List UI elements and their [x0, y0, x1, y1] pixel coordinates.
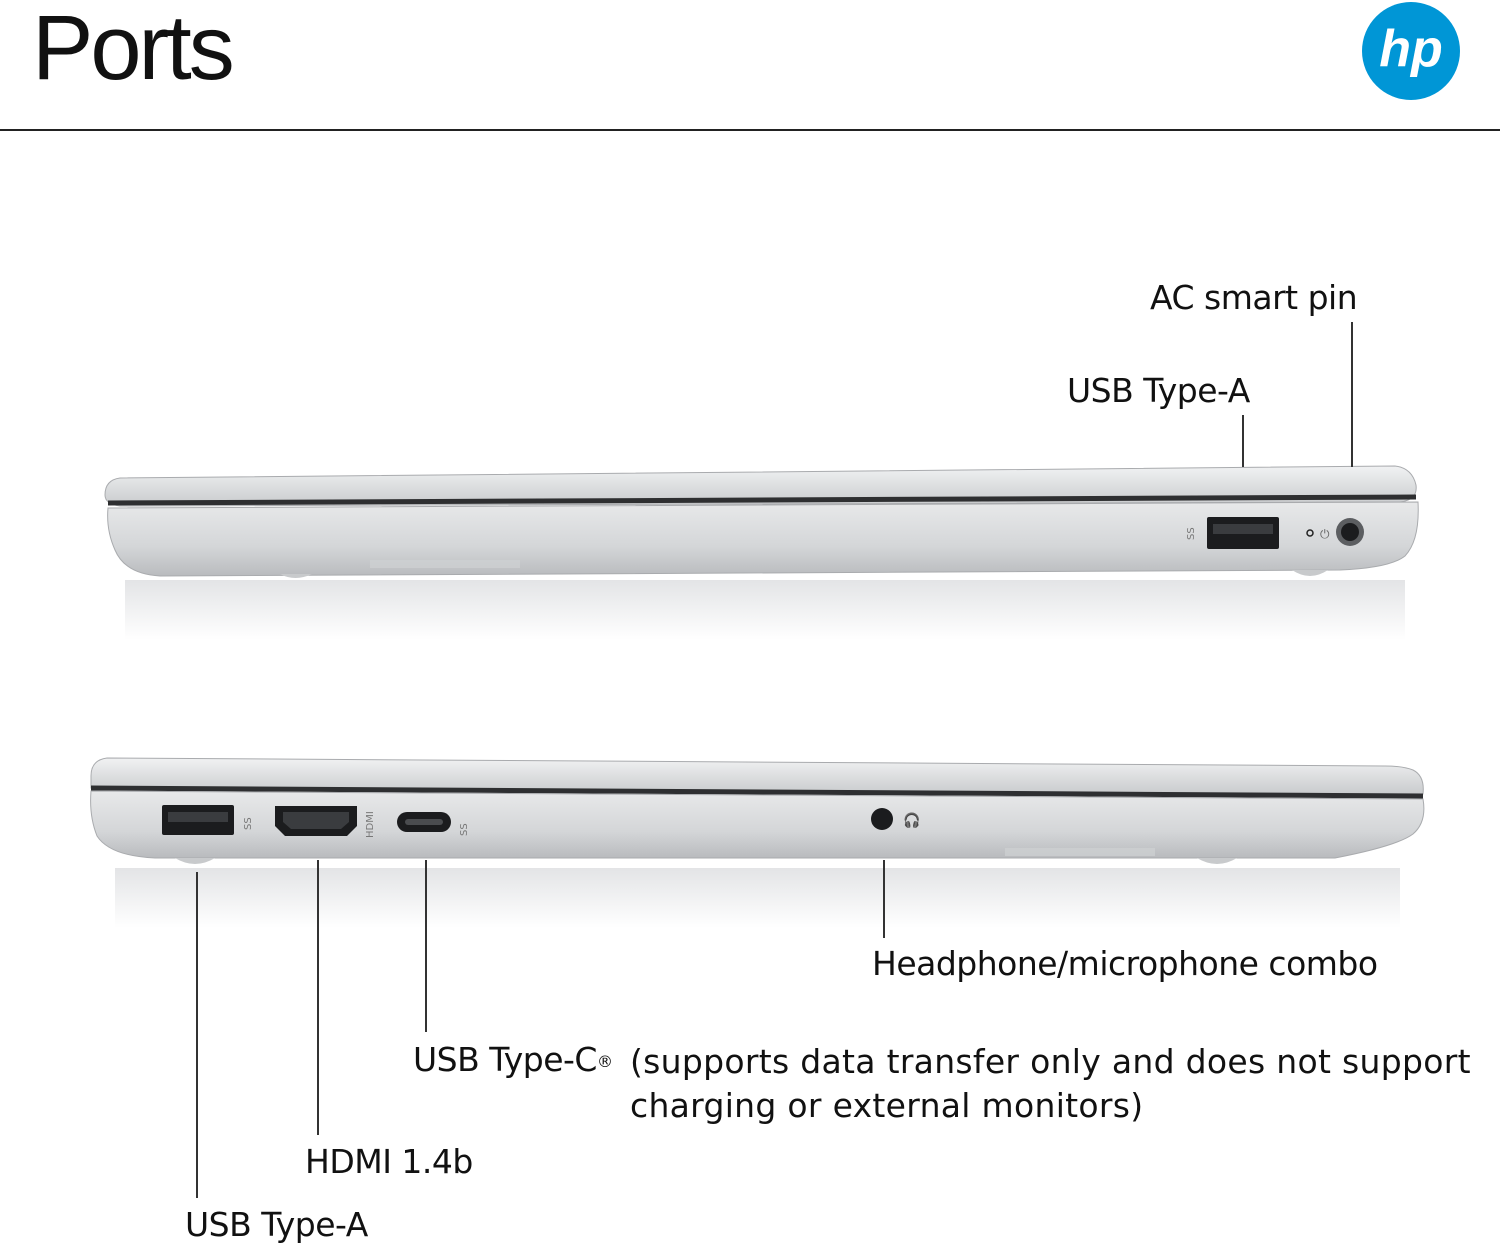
- registered-mark: ®: [596, 1052, 613, 1071]
- laptop-shadow: [125, 580, 1405, 640]
- callout-line-ac-smart-pin: [1351, 322, 1353, 467]
- status-led: [1306, 529, 1314, 537]
- laptop-foot: [280, 574, 312, 578]
- page-title: Ports: [32, 0, 235, 99]
- header-divider: [0, 129, 1500, 131]
- label-headphone-combo: Headphone/microphone combo: [872, 944, 1378, 983]
- callout-line-usb-type-a-right: [1242, 415, 1244, 467]
- usb-type-a-tongue: [1213, 524, 1273, 534]
- laptop-base: [90, 790, 1425, 859]
- callout-line-hdmi: [317, 860, 319, 1135]
- laptop-right-side-view: SS ⏻: [104, 465, 1419, 640]
- laptop-seam: [107, 494, 1417, 506]
- laptop-vent: [1005, 848, 1155, 856]
- power-plug-icon: ⏻: [1320, 527, 1330, 541]
- laptop-foot: [1292, 570, 1328, 576]
- callout-line-usb-type-c: [425, 860, 427, 1032]
- superspeed-icon: SS: [459, 823, 470, 836]
- label-ac-smart-pin: AC smart pin: [1150, 278, 1358, 317]
- label-usb-type-a-right: USB Type-A: [1067, 371, 1250, 410]
- callout-line-usb-type-a-left: [196, 872, 198, 1198]
- label-hdmi: HDMI 1.4b: [305, 1142, 473, 1181]
- callout-line-headphone-combo: [883, 860, 885, 938]
- hp-logo-text: hp: [1379, 20, 1443, 78]
- hdmi-marking: HDMI: [365, 811, 376, 838]
- laptop-vent: [370, 560, 520, 568]
- headphone-jack: [871, 808, 893, 830]
- usb-type-a-tongue: [168, 812, 228, 822]
- superspeed-icon: SS: [243, 817, 254, 830]
- superspeed-icon: SS: [1186, 527, 1197, 540]
- laptop-lid: [90, 757, 1424, 795]
- laptop-foot: [175, 858, 215, 864]
- hp-logo: hp: [1362, 2, 1460, 100]
- label-usb-type-c: USB Type-C®: [413, 1040, 613, 1080]
- usb-type-c-note: (supports data transfer only and does no…: [630, 1042, 1471, 1125]
- laptop-foot: [1197, 858, 1237, 864]
- label-usb-type-a-left: USB Type-A: [185, 1205, 368, 1244]
- laptop-base: [107, 501, 1419, 577]
- laptop-left-side-view: SS HDMI SS 🎧: [90, 757, 1425, 928]
- laptop-shadow: [115, 868, 1400, 928]
- label-usb-type-c-text: USB Type-C: [413, 1040, 597, 1079]
- headphone-icon: 🎧: [903, 812, 920, 829]
- laptop-seam: [90, 785, 1424, 799]
